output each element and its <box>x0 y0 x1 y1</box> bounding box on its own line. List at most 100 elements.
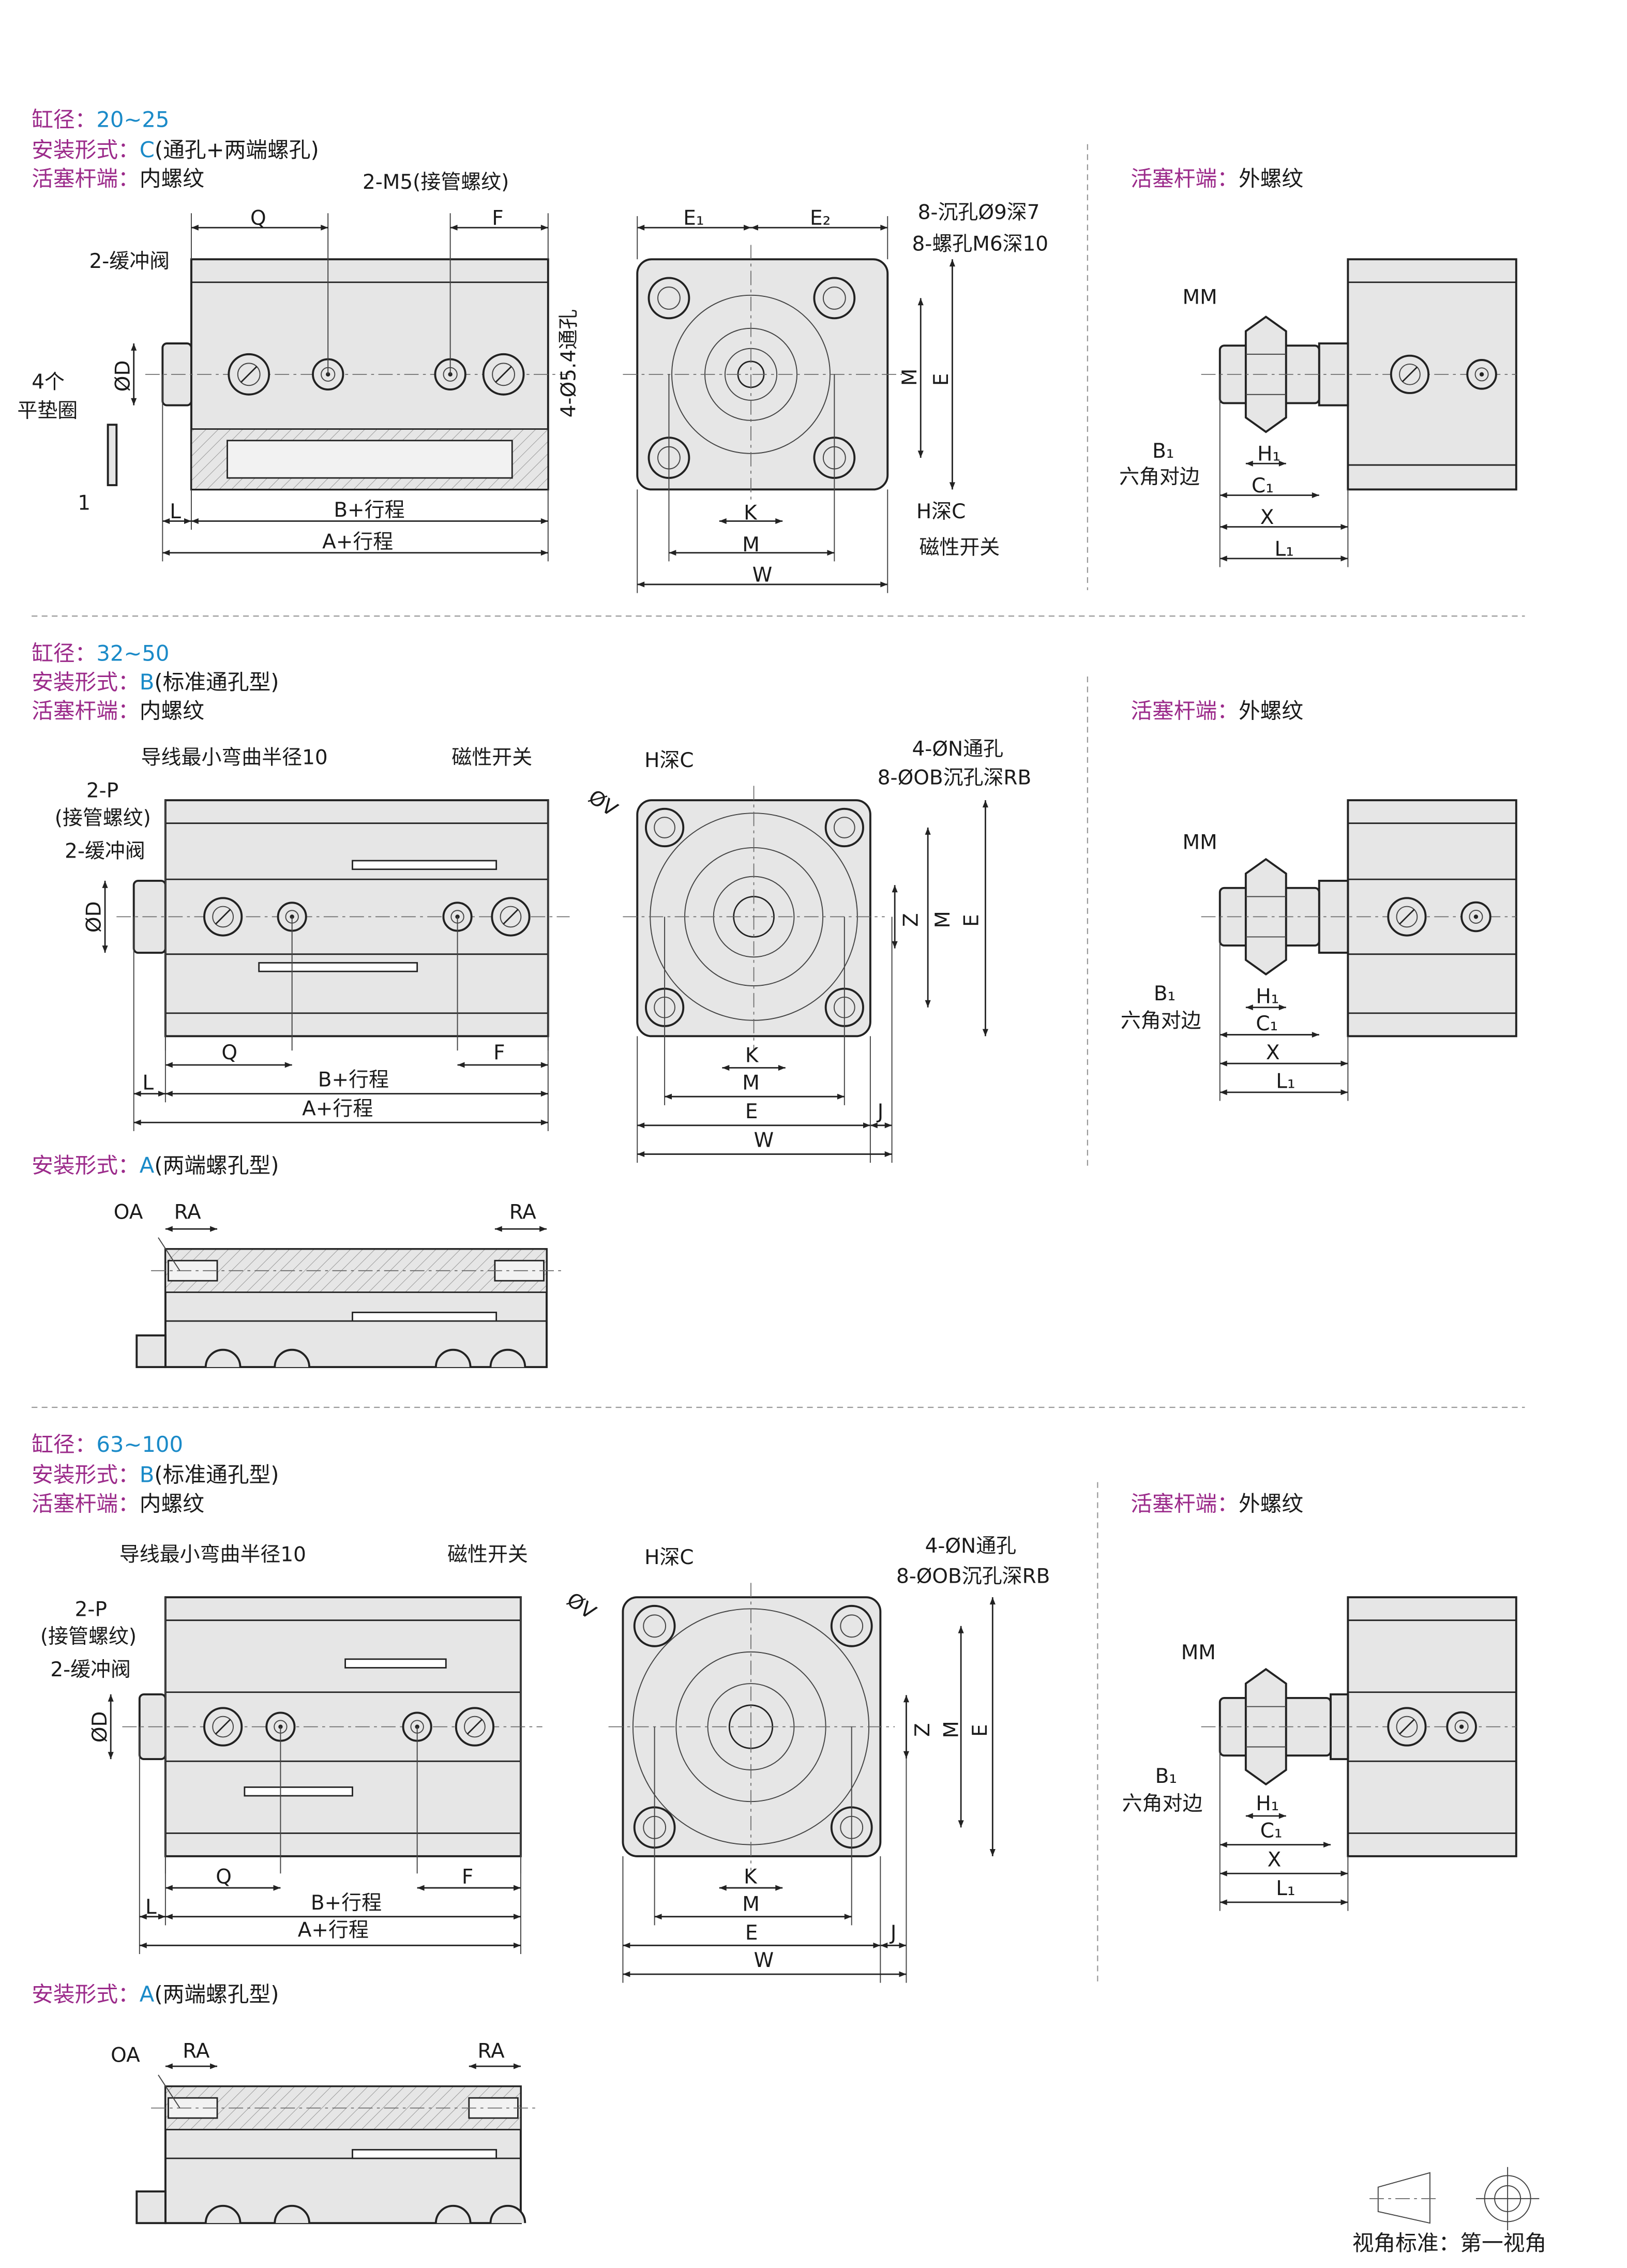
hole-inner <box>1469 909 1483 924</box>
svg-text:8-沉孔Ø9深7: 8-沉孔Ø9深7 <box>918 201 1040 224</box>
partial-hole <box>489 1348 526 1368</box>
svg-text:B₁: B₁ <box>1154 982 1176 1005</box>
svg-text:活塞杆端：内螺纹: 活塞杆端：内螺纹 <box>32 698 204 724</box>
svg-text:C₁: C₁ <box>1252 474 1274 498</box>
mounting-hole <box>830 1604 873 1647</box>
first-angle-projection-icon <box>1369 2167 1540 2231</box>
svg-text:F: F <box>462 1866 473 1889</box>
svg-text:4-ØN通孔: 4-ØN通孔 <box>925 1535 1016 1558</box>
svg-text:F: F <box>492 207 503 230</box>
slot <box>1398 1719 1415 1735</box>
svg-text:ØV: ØV <box>584 785 622 821</box>
svg-text:4-Ø5.4通孔: 4-Ø5.4通孔 <box>558 309 581 417</box>
rod-end-view <box>1201 799 1517 1101</box>
magnetic-switch <box>258 962 418 972</box>
through-hole <box>227 440 513 479</box>
svg-text:RA: RA <box>509 1201 536 1224</box>
section-1-header: 缸径：20~25 安装形式：C(通孔+两端螺孔) 活塞杆端：内螺纹 活塞杆端：外… <box>32 107 1303 191</box>
svg-text:J: J <box>876 1100 883 1123</box>
svg-text:(接管螺纹): (接管螺纹) <box>55 806 151 830</box>
svg-text:A+行程: A+行程 <box>322 530 393 553</box>
slot <box>466 1719 483 1735</box>
svg-text:2-缓冲阀: 2-缓冲阀 <box>50 1658 131 1681</box>
mounting-hole <box>644 807 685 848</box>
svg-text:X: X <box>1268 1848 1282 1871</box>
svg-text:F: F <box>493 1041 505 1064</box>
side-view <box>131 213 570 562</box>
svg-text:OA: OA <box>114 1201 143 1224</box>
svg-text:安装形式：A(两端螺孔型): 安装形式：A(两端螺孔型) <box>32 1153 279 1178</box>
svg-text:M: M <box>742 533 760 557</box>
svg-text:Q: Q <box>221 1041 237 1064</box>
flat-washer-icon <box>107 424 118 486</box>
svg-text:E₂: E₂ <box>810 207 831 230</box>
section-2-front-labels: H深C ØV 4-ØN通孔 8-ØOB沉孔深RB Z M E K M E J W <box>584 738 1031 1152</box>
svg-text:MM: MM <box>1182 286 1217 309</box>
mounting-hole <box>633 1604 676 1647</box>
svg-text:六角对边: 六角对边 <box>1119 465 1200 489</box>
mounting-hole <box>824 807 864 848</box>
section-2-rod-labels: MM B₁ 六角对边 H₁ C₁ X L₁ <box>1121 831 1295 1093</box>
hole-inner <box>643 1614 667 1638</box>
svg-text:M: M <box>898 368 922 386</box>
slot <box>495 366 513 383</box>
svg-text:Z: Z <box>911 1723 935 1737</box>
mount-a-view <box>135 2063 538 2225</box>
hole-center <box>1479 372 1484 377</box>
svg-text:E: E <box>930 373 953 386</box>
projection-standard: 视角标准：第一视角 <box>1352 2167 1546 2256</box>
hole-inner <box>1396 906 1418 928</box>
svg-text:L₁: L₁ <box>1275 537 1294 561</box>
hole-inner <box>1399 363 1421 385</box>
svg-text:ØD: ØD <box>88 1711 112 1743</box>
svg-text:L: L <box>142 1071 154 1094</box>
hole-inner <box>657 286 681 310</box>
svg-text:B+行程: B+行程 <box>334 499 404 522</box>
hole-inner <box>492 363 515 386</box>
svg-text:A+行程: A+行程 <box>298 1919 369 1942</box>
hole-inner <box>1396 1716 1418 1738</box>
rod-end-view <box>1201 258 1517 567</box>
svg-text:Q: Q <box>250 207 266 230</box>
svg-text:活塞杆端：内螺纹: 活塞杆端：内螺纹 <box>32 1491 204 1516</box>
hole-inner <box>237 363 261 386</box>
svg-text:ØD: ØD <box>111 361 134 392</box>
svg-text:MM: MM <box>1181 1641 1216 1664</box>
hole-inner <box>833 817 855 838</box>
hole-inner <box>1454 1720 1469 1734</box>
svg-text:(接管螺纹): (接管螺纹) <box>40 1625 137 1648</box>
svg-text:缸径：63~100: 缸径：63~100 <box>32 1432 183 1457</box>
section-1-front-labels: E₁ E₂ 8-沉孔Ø9深7 8-螺孔M6深10 M E K H深C M 磁性开… <box>683 201 1048 587</box>
svg-text:K: K <box>744 502 758 525</box>
svg-text:活塞杆端：内螺纹: 活塞杆端：内螺纹 <box>32 166 204 191</box>
leader-line <box>158 2075 180 2109</box>
svg-text:E: E <box>969 1724 992 1737</box>
hole-center <box>1459 1724 1464 1729</box>
svg-text:B₁: B₁ <box>1152 440 1174 463</box>
hole-inner <box>464 1716 486 1738</box>
svg-text:E₁: E₁ <box>683 207 704 230</box>
svg-text:平垫圈: 平垫圈 <box>17 399 78 423</box>
svg-text:W: W <box>752 563 773 587</box>
svg-text:B₁: B₁ <box>1155 1765 1177 1788</box>
svg-text:OA: OA <box>111 2044 140 2067</box>
partial-hole <box>204 1348 242 1368</box>
magnetic-switch <box>352 2149 498 2159</box>
svg-text:导线最小弯曲半径10: 导线最小弯曲半径10 <box>119 1543 306 1567</box>
svg-text:E: E <box>745 1921 758 1945</box>
partial-hole <box>434 1348 472 1368</box>
svg-text:安装形式：C(通孔+两端螺孔): 安装形式：C(通孔+两端螺孔) <box>32 137 319 162</box>
side-view <box>108 1596 543 1955</box>
partial-hole <box>489 2204 526 2224</box>
svg-text:缸径：20~25: 缸径：20~25 <box>32 107 169 132</box>
mount-a-view <box>135 1226 564 1369</box>
mounting-hole <box>647 277 690 320</box>
svg-text:E: E <box>960 914 983 927</box>
side-view <box>102 799 570 1131</box>
rod-end-view <box>1201 1596 1517 1911</box>
svg-text:2-P: 2-P <box>75 1598 107 1621</box>
front-view <box>623 786 988 1163</box>
svg-text:ØV: ØV <box>562 1588 600 1625</box>
svg-text:H₁: H₁ <box>1256 1792 1279 1815</box>
